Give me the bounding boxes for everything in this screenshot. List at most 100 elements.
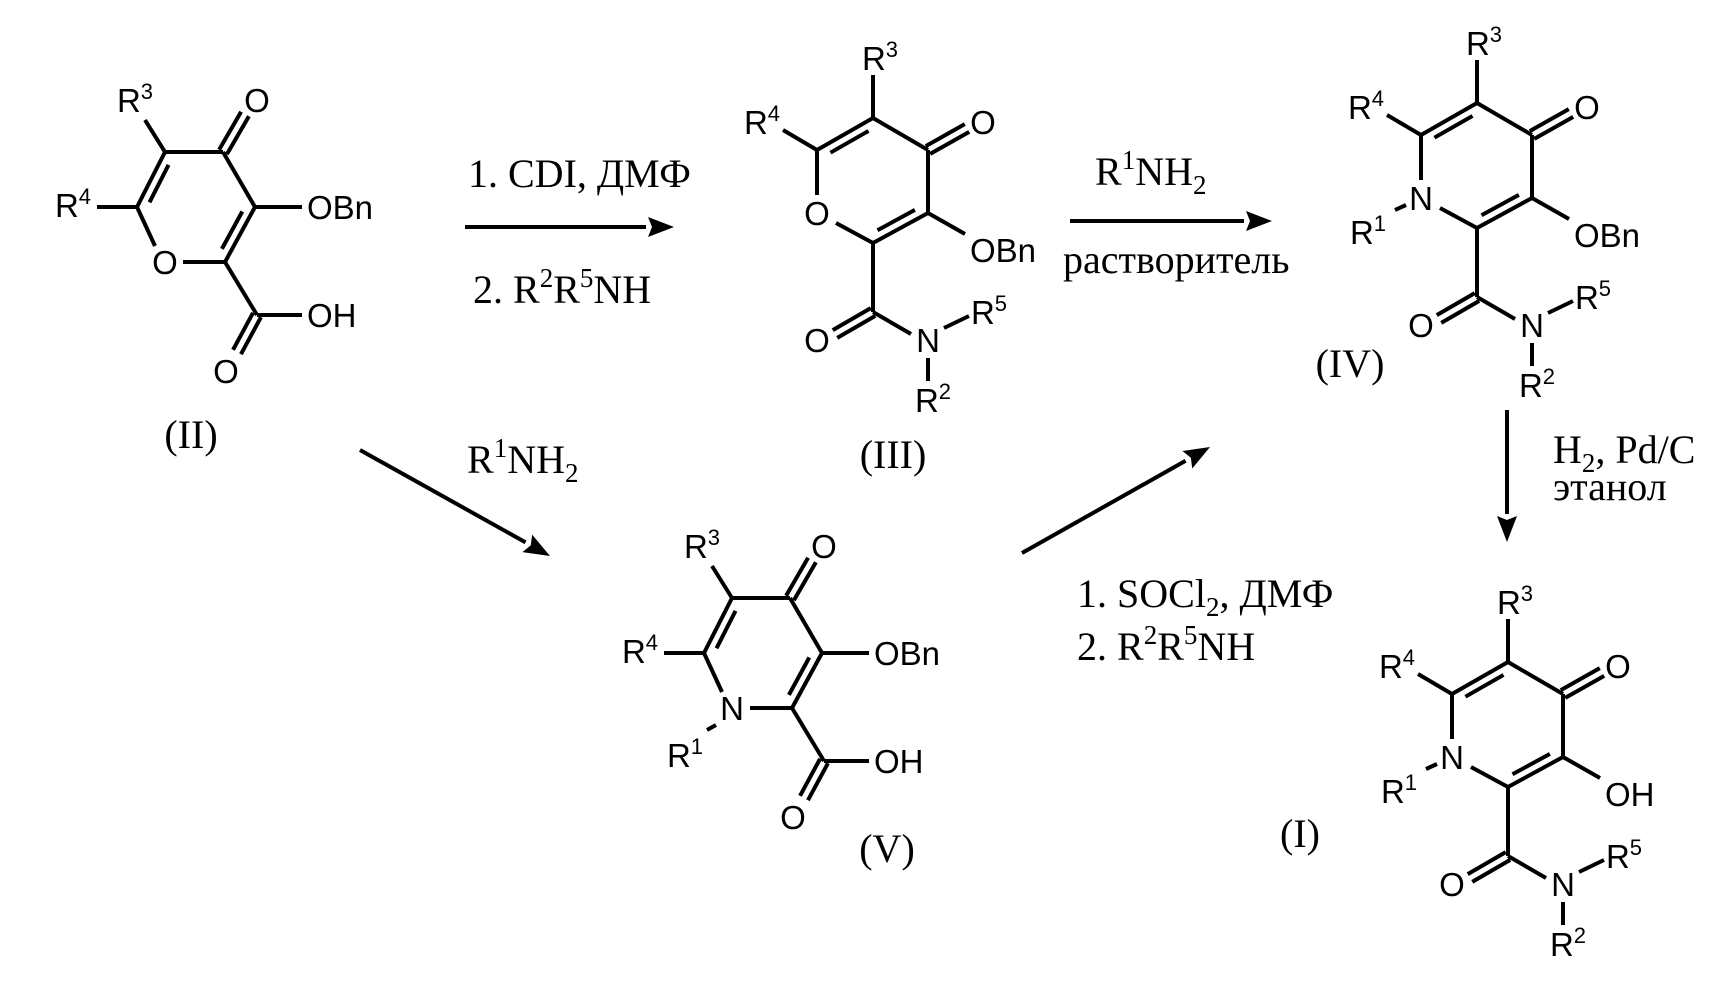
bond — [873, 312, 911, 334]
bond — [1548, 301, 1573, 313]
reagent-ethanol: этанол — [1553, 464, 1667, 509]
bond — [1477, 103, 1532, 135]
amide-nitrogen-label: N — [1551, 866, 1575, 903]
compound-I: R3R4ONOHONR5R2R1 — [1379, 581, 1655, 963]
double-bond-inner — [830, 131, 868, 153]
double-bond-inner — [1434, 116, 1472, 138]
double-bond-inner — [1465, 675, 1503, 697]
amide-oxygen-label: O — [804, 322, 830, 359]
ring-heteroatom-label: O — [152, 244, 178, 281]
compound-id-IV: (IV) — [1316, 341, 1385, 386]
ring-heteroatom-label: N — [1440, 739, 1464, 776]
double-bond — [241, 317, 261, 354]
arrow-II-to-III — [465, 217, 674, 237]
reagent-amine-2: 2. R2R5NH — [1077, 620, 1255, 669]
bond — [1579, 860, 1604, 872]
bond — [1426, 764, 1437, 769]
acid-hydroxyl-label: OH — [874, 743, 924, 780]
double-bond — [800, 759, 820, 796]
bond — [137, 207, 155, 246]
bond — [790, 598, 822, 653]
bond — [707, 725, 716, 730]
bond — [1477, 297, 1515, 319]
position3-substituent-label: OBn — [1574, 217, 1640, 254]
arrow-III-to-IV — [1070, 211, 1272, 231]
reagent-primary-amine: R1NH2 — [1095, 145, 1206, 200]
reagent-solvent: растворитель — [1063, 237, 1289, 282]
bond — [1418, 674, 1452, 694]
keto-oxygen-label: O — [1605, 648, 1631, 685]
compound-III: R3R4OOOBnONR5R2 — [744, 37, 1036, 419]
double-bond — [1534, 117, 1573, 139]
double-bond — [227, 116, 249, 154]
reagent-amine: 2. R2R5NH — [473, 263, 651, 312]
bond — [1508, 662, 1563, 694]
R5-label: R5 — [971, 291, 1007, 331]
position3-substituent-label: OH — [1605, 776, 1655, 813]
R3-label: R3 — [862, 37, 898, 77]
ring-heteroatom-label: O — [804, 195, 830, 232]
double-bond — [1561, 668, 1600, 690]
bond — [783, 130, 817, 150]
amide-nitrogen-label: N — [916, 322, 940, 359]
double-bond — [233, 313, 253, 350]
compound-id-II: (II) — [164, 412, 217, 457]
amide-nitrogen-label: N — [1520, 307, 1544, 344]
compound-V: R3OR4NOBnOHOR1 — [622, 525, 940, 836]
bond — [1395, 205, 1406, 210]
arrowhead-icon — [1497, 516, 1517, 542]
R5-label: R5 — [1575, 276, 1611, 316]
position3-substituent-label: OBn — [874, 635, 940, 672]
double-bond — [786, 558, 808, 596]
compound-IV: R3R4ONOBnONR5R2R1 — [1348, 22, 1640, 404]
double-bond-inner — [1481, 195, 1518, 215]
bond — [836, 223, 873, 243]
acid-oxygen-label: O — [780, 799, 806, 836]
R4-label: R4 — [622, 630, 658, 670]
arrow-IV-to-I — [1497, 410, 1517, 542]
bond — [225, 262, 257, 315]
bond — [1532, 198, 1569, 219]
bond — [223, 152, 255, 207]
arrowhead-icon — [522, 535, 550, 556]
arrowhead-icon — [648, 217, 674, 237]
keto-oxygen-label: O — [1574, 89, 1600, 126]
double-bond — [808, 763, 828, 800]
compound-id-I: (I) — [1280, 811, 1320, 856]
acid-hydroxyl-label: OH — [307, 297, 357, 334]
bond — [1508, 856, 1546, 878]
keto-oxygen-label: O — [970, 104, 996, 141]
R4-label: R4 — [55, 184, 91, 224]
bond — [1563, 757, 1600, 778]
amide-oxygen-label: O — [1408, 307, 1434, 344]
double-bond-inner — [222, 211, 242, 248]
double-bond — [1565, 676, 1604, 698]
double-bond — [1530, 109, 1569, 131]
arrow-V-to-IV — [1022, 447, 1210, 553]
acid-oxygen-label: O — [213, 353, 239, 390]
double-bond — [926, 124, 965, 146]
R4-label: R4 — [1379, 645, 1415, 685]
keto-oxygen-label: O — [244, 82, 270, 119]
bond — [712, 566, 732, 598]
R4-label: R4 — [744, 101, 780, 141]
bond — [1387, 115, 1421, 135]
double-bond-inner — [150, 165, 169, 202]
R1-label: R1 — [667, 734, 703, 774]
position3-substituent-label: OBn — [307, 189, 373, 226]
bond — [873, 118, 928, 150]
double-bond — [219, 112, 241, 150]
compound-id-III: (III) — [860, 432, 927, 477]
bond — [1471, 767, 1508, 787]
double-bond — [1468, 852, 1506, 874]
R3-label: R3 — [1497, 581, 1533, 621]
compound-id-V: (V) — [859, 826, 915, 871]
R5-label: R5 — [1606, 835, 1642, 875]
R3-label: R3 — [1466, 22, 1502, 62]
bond — [1440, 208, 1477, 228]
arrowhead-icon — [1182, 447, 1210, 468]
bond — [145, 120, 165, 152]
double-bond-inner — [789, 657, 809, 694]
double-bond — [1472, 860, 1510, 882]
R2-label: R2 — [1550, 923, 1586, 963]
